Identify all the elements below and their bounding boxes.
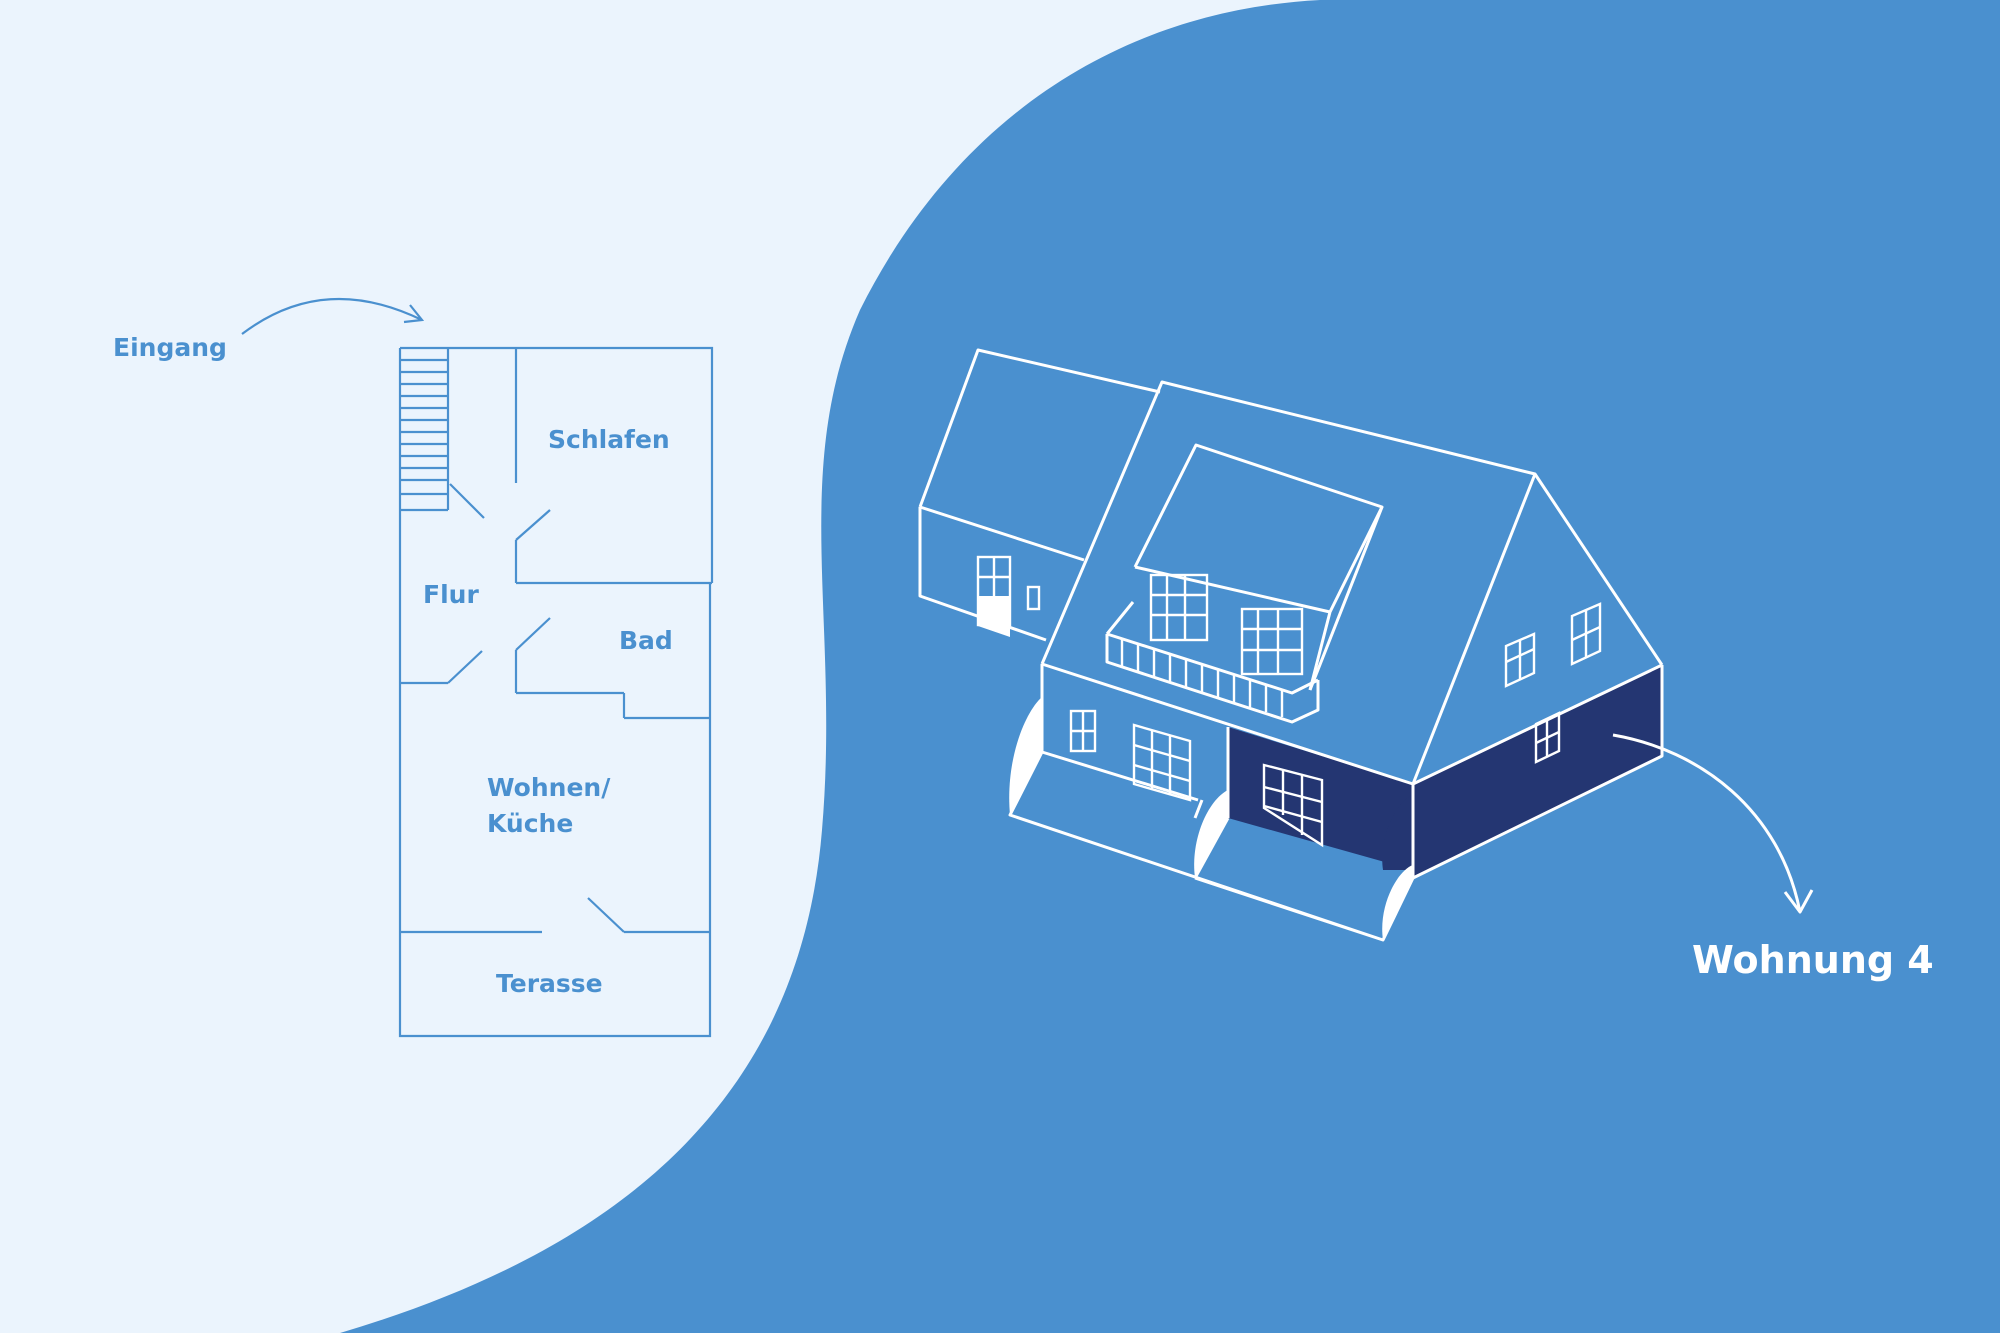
highlight-apartment-front-wall: [1228, 727, 1413, 870]
ground-floor: [1008, 664, 1664, 942]
arch-middle: [1194, 790, 1228, 878]
dormer-window-left: [1149, 573, 1209, 642]
annex-window: [1026, 585, 1041, 611]
annex-building: [918, 348, 1161, 642]
room-label-schlafen: Schlafen: [548, 425, 670, 454]
plan-outer-walls: [398, 346, 714, 1038]
apartment-callout-label: Wohnung 4: [1692, 938, 1934, 982]
arch-right: [1382, 865, 1413, 940]
room-label-terasse: Terasse: [496, 969, 603, 998]
callout-arrow: [1612, 733, 1802, 913]
main-roof: [1040, 380, 1664, 666]
entrance-label: Eingang: [113, 333, 227, 362]
dormer-balcony: [1105, 601, 1320, 724]
interior-walls: [400, 348, 712, 934]
entrance-arrow: [241, 297, 423, 335]
stairs: [400, 348, 450, 512]
floor-plan: Eingang Schlafen Flur Bad Wohnen/ Küche …: [113, 297, 714, 1038]
arch-left: [1009, 697, 1042, 815]
callout-arrowhead: [1783, 889, 1814, 914]
dormer-window-right: [1240, 607, 1304, 676]
door-swings: [447, 483, 625, 933]
room-label-wohnen: Wohnen/: [487, 773, 611, 802]
entrance-arrowhead: [403, 304, 425, 324]
room-label-bad: Bad: [619, 626, 673, 655]
ground-window-door-left: [1132, 723, 1192, 802]
dormer: [1105, 443, 1384, 724]
highlight-apartment-right-wall: [1413, 665, 1662, 878]
highlight-arch-right: [1382, 795, 1413, 870]
gable-windows: [1504, 602, 1602, 764]
house-illustration: [918, 348, 1814, 942]
room-label-flur: Flur: [423, 580, 479, 609]
room-label-kueche: Küche: [487, 809, 573, 838]
